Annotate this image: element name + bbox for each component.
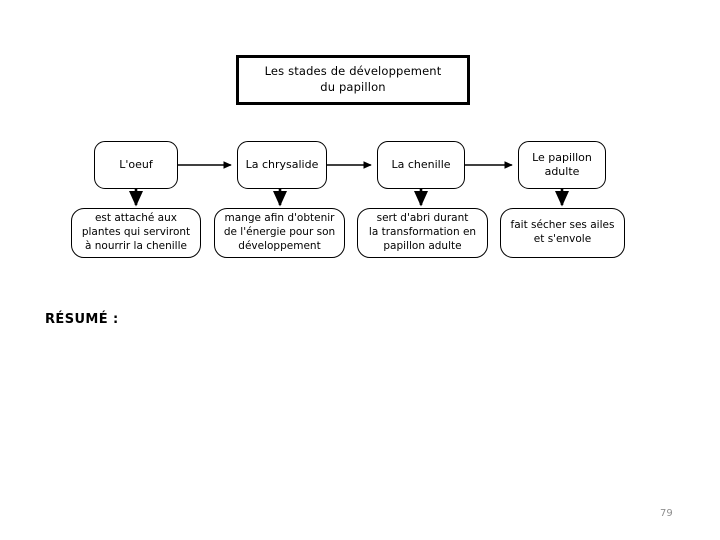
stage-label-papillon-adulte: Le papillon adulte xyxy=(532,150,592,178)
stage-box-papillon-adulte[interactable]: Le papillon adulte xyxy=(518,141,606,189)
description-box-papillon-adulte[interactable]: fait sécher ses ailes et s'envole xyxy=(500,208,625,258)
diagram-title-text: Les stades de développement du papillon xyxy=(264,64,442,94)
stage-box-oeuf[interactable]: L'oeuf xyxy=(94,141,178,189)
stage-label-chrysalide: La chrysalide xyxy=(245,157,319,171)
stage-label-chenille: La chenille xyxy=(391,157,451,171)
description-text-chrysalide: mange afin d'obtenir de l'énergie pour s… xyxy=(223,212,336,252)
stage-label-oeuf: L'oeuf xyxy=(119,157,153,171)
description-text-papillon-adulte: fait sécher ses ailes et s'envole xyxy=(510,219,615,245)
diagram-title-box: Les stades de développement du papillon xyxy=(236,55,470,105)
description-text-chenille: sert d'abri durant la transformation en … xyxy=(368,212,477,252)
description-box-chenille[interactable]: sert d'abri durant la transformation en … xyxy=(357,208,488,258)
description-box-chrysalide[interactable]: mange afin d'obtenir de l'énergie pour s… xyxy=(214,208,345,258)
description-box-oeuf[interactable]: est attaché aux plantes qui serviront à … xyxy=(71,208,201,258)
page-number: 79 xyxy=(660,508,673,519)
resume-label: RÉSUMÉ : xyxy=(45,312,119,327)
stage-box-chenille[interactable]: La chenille xyxy=(377,141,465,189)
stage-box-chrysalide[interactable]: La chrysalide xyxy=(237,141,327,189)
description-text-oeuf: est attaché aux plantes qui serviront à … xyxy=(81,212,191,252)
